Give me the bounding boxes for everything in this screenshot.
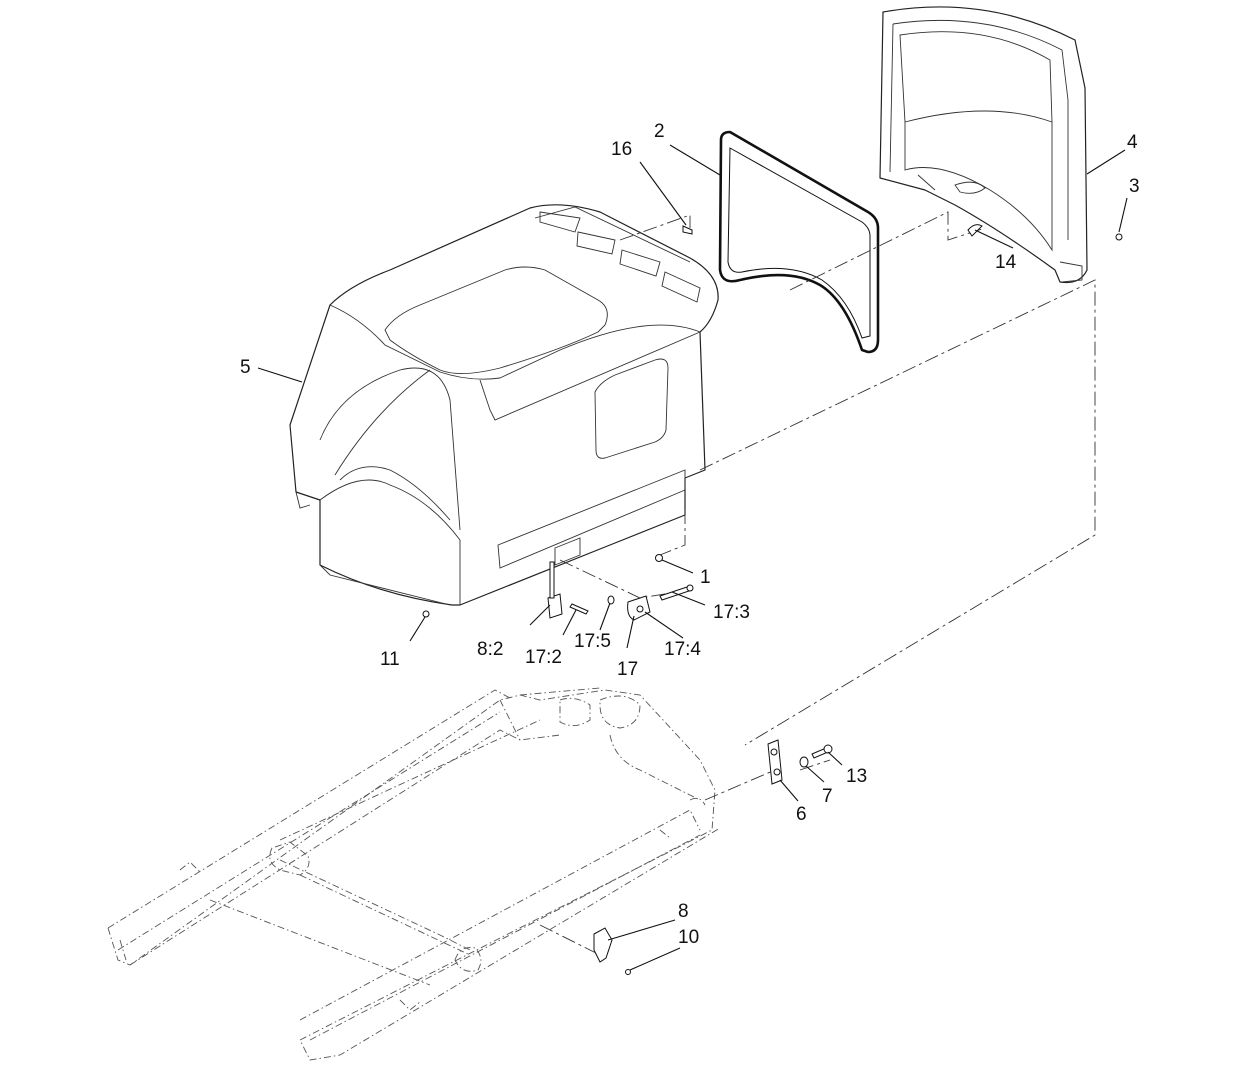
callout-labels: 1 2 3 4 5 6 7 8 8:2 10 11 13 14 16 17 17… (240, 121, 1140, 948)
callout-7: 7 (822, 786, 833, 807)
callout-16: 16 (611, 139, 632, 160)
callout-3: 3 (1129, 176, 1140, 197)
hardware-items (422, 224, 1123, 975)
callout-17-3: 17:3 (713, 602, 750, 623)
callout-2: 2 (654, 121, 665, 142)
callout-14: 14 (995, 252, 1017, 273)
callout-8: 8 (678, 901, 689, 922)
seal-gasket (718, 130, 880, 354)
hood-cover (289, 204, 719, 606)
callout-17: 17 (617, 659, 638, 680)
callout-17-2: 17:2 (525, 647, 562, 668)
callout-6: 6 (796, 804, 807, 825)
callout-1: 1 (700, 567, 711, 588)
chassis-frame (107, 687, 721, 1061)
callout-17-5: 17:5 (574, 631, 611, 652)
callout-13: 13 (846, 766, 867, 787)
callout-17-4: 17:4 (664, 639, 701, 660)
callout-8-2: 8:2 (477, 639, 503, 660)
callout-11: 11 (380, 649, 400, 670)
rear-panel-frame (879, 6, 1088, 284)
leader-lines (257, 144, 1128, 971)
callout-10: 10 (678, 927, 699, 948)
callout-4: 4 (1127, 132, 1138, 153)
callout-5: 5 (240, 357, 251, 378)
